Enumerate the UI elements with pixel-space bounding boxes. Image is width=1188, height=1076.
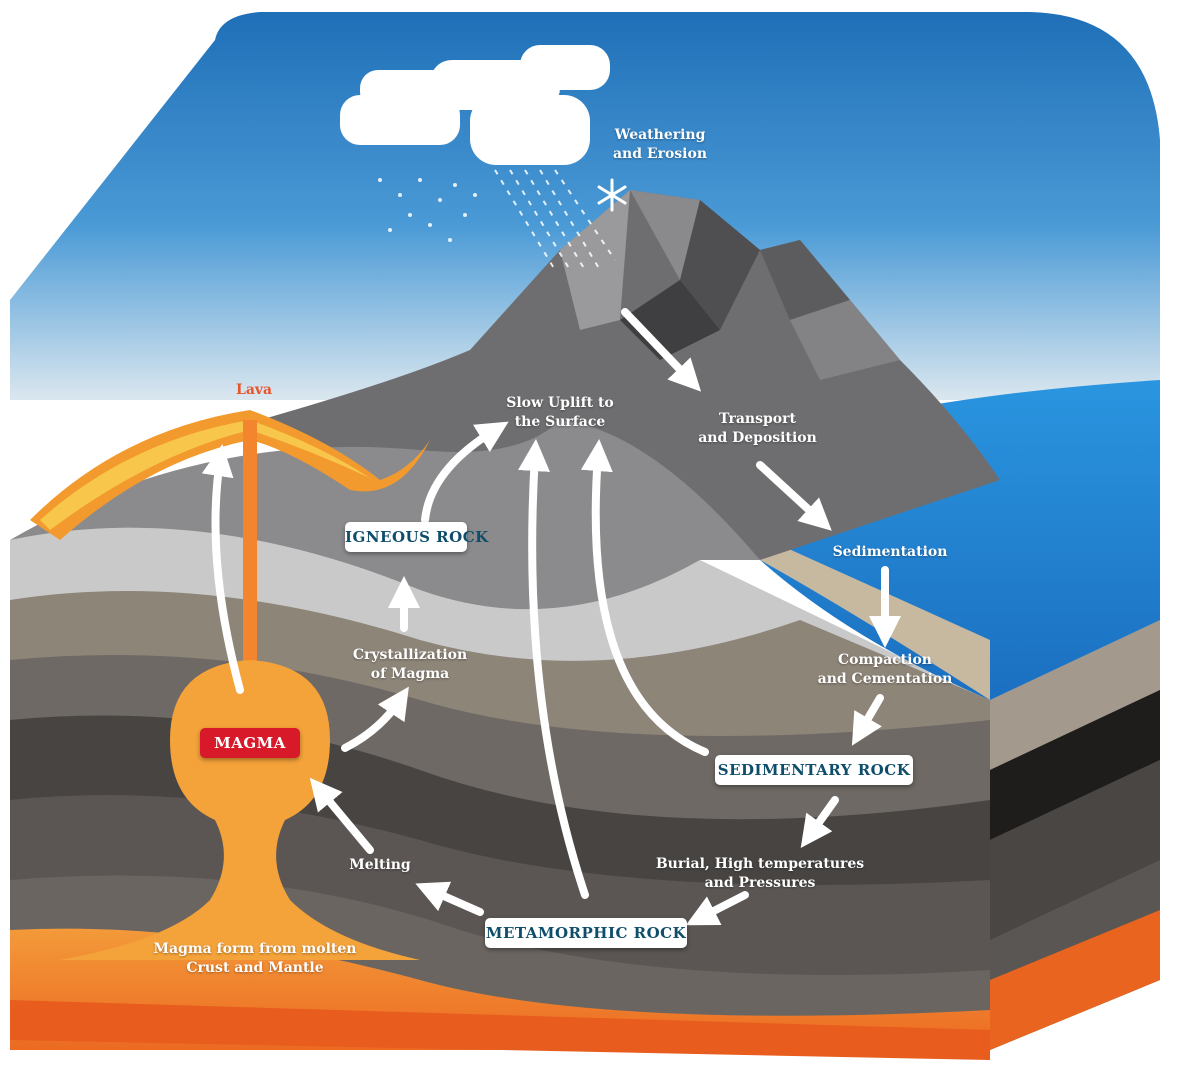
label-magma-origin: Magma form from molten Crust and Mantle — [140, 940, 370, 978]
box-magma: MAGMA — [200, 728, 300, 758]
box-igneous-rock: IGNEOUS ROCK — [345, 522, 467, 552]
box-metamorphic-rock: METAMORPHIC ROCK — [485, 918, 687, 948]
label-lava: Lava — [236, 382, 272, 398]
label-sedimentation: Sedimentation — [820, 543, 960, 562]
label-melting: Melting — [340, 856, 420, 875]
label-weathering-erosion: Weathering and Erosion — [595, 126, 725, 164]
lava-conduit — [243, 420, 257, 700]
box-sedimentary-rock: SEDIMENTARY ROCK — [715, 755, 913, 785]
label-crystallization: Crystallization of Magma — [340, 646, 480, 684]
label-slow-uplift: Slow Uplift to the Surface — [495, 394, 625, 432]
label-burial: Burial, High temperatures and Pressures — [650, 855, 870, 893]
label-transport-deposition: Transport and Deposition — [690, 410, 825, 448]
label-compaction-cementation: Compaction and Cementation — [800, 651, 970, 689]
